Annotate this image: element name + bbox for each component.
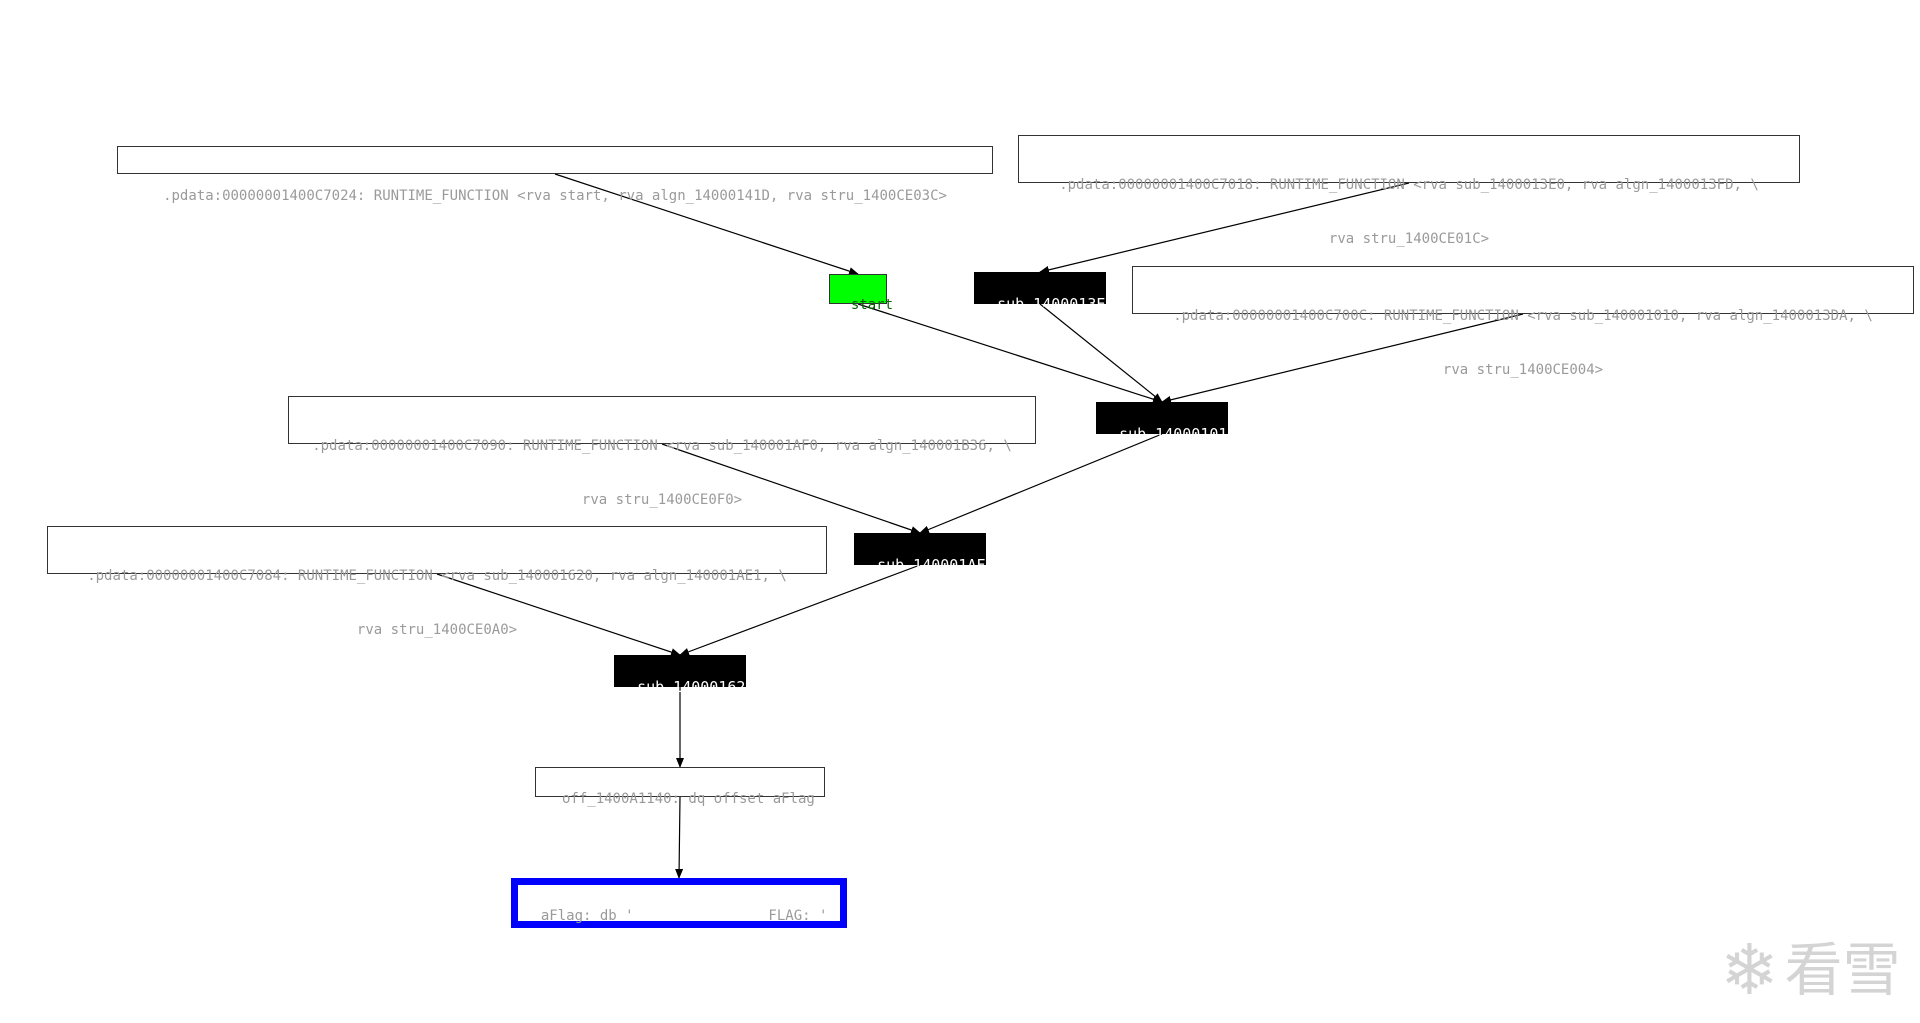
edge-pdata_1af0-to-sub_1af0 bbox=[661, 443, 921, 534]
edge-pdata_start-to-start bbox=[554, 173, 859, 275]
sub-1400013e0-node[interactable]: sub_1400013E0 bbox=[974, 272, 1114, 313]
off-1400a1140-label: off_1400A1140: dq offset aFlag bbox=[561, 791, 815, 807]
pdata-sub-140001af0-text-line2: rva stru_1400CE0F0> bbox=[581, 492, 743, 508]
start-function-node[interactable]: start bbox=[829, 274, 893, 313]
pdata-start-node[interactable]: .pdata:00000001400C7024: RUNTIME_FUNCTIO… bbox=[117, 146, 993, 204]
pdata-sub-140001620-node[interactable]: .pdata:00000001400C7084: RUNTIME_FUNCTIO… bbox=[47, 526, 827, 638]
sub-140001010-node[interactable]: sub_140001010 bbox=[1096, 402, 1236, 443]
pdata-sub-1400013e0-text-line1: .pdata:00000001400C7018: RUNTIME_FUNCTIO… bbox=[1059, 177, 1759, 193]
off-1400a1140-node[interactable]: off_1400A1140: dq offset aFlag bbox=[535, 767, 825, 807]
aflag-string-node[interactable]: aFlag: db ' FLAG: ' bbox=[511, 878, 847, 928]
pdata-sub-140001010-text-line2: rva stru_1400CE004> bbox=[1442, 362, 1604, 378]
sub-140001010-label: sub_140001010 bbox=[1119, 425, 1237, 443]
edge-sub_1af0-to-sub_1620 bbox=[679, 564, 921, 656]
pdata-sub-1400013e0-node[interactable]: .pdata:00000001400C7018: RUNTIME_FUNCTIO… bbox=[1018, 135, 1800, 247]
edge-sub_1010-to-sub_1af0 bbox=[919, 433, 1163, 534]
pdata-start-text: .pdata:00000001400C7024: RUNTIME_FUNCTIO… bbox=[163, 188, 947, 204]
edge-sub_13e0-to-sub_1010 bbox=[1039, 303, 1163, 403]
start-function-label: start bbox=[850, 297, 894, 313]
sub-140001620-node[interactable]: sub_140001620 bbox=[614, 655, 754, 696]
pdata-sub-140001620-text-line1: .pdata:00000001400C7084: RUNTIME_FUNCTIO… bbox=[87, 568, 787, 584]
edge-pdata_1620-to-sub_1620 bbox=[436, 573, 681, 656]
pdata-sub-140001010-node[interactable]: .pdata:00000001400C700C: RUNTIME_FUNCTIO… bbox=[1132, 266, 1914, 378]
pdata-sub-140001620-text-line2: rva stru_1400CE0A0> bbox=[356, 622, 518, 638]
sub-140001620-label: sub_140001620 bbox=[637, 678, 755, 696]
edge-off_1140-to-aflag bbox=[675, 796, 684, 879]
edge-pdata_1010-to-sub_1010 bbox=[1161, 313, 1524, 404]
pdata-sub-1400013e0-text-line2: rva stru_1400CE01C> bbox=[1328, 231, 1490, 247]
sub-140001af0-label: sub_140001AF0 bbox=[877, 556, 995, 574]
kanxue-watermark: ❄ 看雪 bbox=[1720, 925, 1920, 1015]
aflag-string-label: aFlag: db ' FLAG: ' bbox=[540, 908, 828, 924]
pdata-sub-140001010-text-line1: .pdata:00000001400C700C: RUNTIME_FUNCTIO… bbox=[1173, 308, 1873, 324]
snowflake-icon: ❄ bbox=[1720, 929, 1779, 1011]
pdata-sub-140001af0-node[interactable]: .pdata:00000001400C7090: RUNTIME_FUNCTIO… bbox=[288, 396, 1036, 508]
sub-140001af0-node[interactable]: sub_140001AF0 bbox=[854, 533, 994, 574]
sub-1400013e0-label: sub_1400013E0 bbox=[997, 295, 1115, 313]
watermark-text: 看雪 bbox=[1784, 936, 1901, 1004]
pdata-sub-140001af0-text-line1: .pdata:00000001400C7090: RUNTIME_FUNCTIO… bbox=[312, 438, 1012, 454]
edge-start-to-sub_1010 bbox=[857, 303, 1163, 404]
edge-pdata_13e0-to-sub_13e0 bbox=[1039, 182, 1410, 274]
